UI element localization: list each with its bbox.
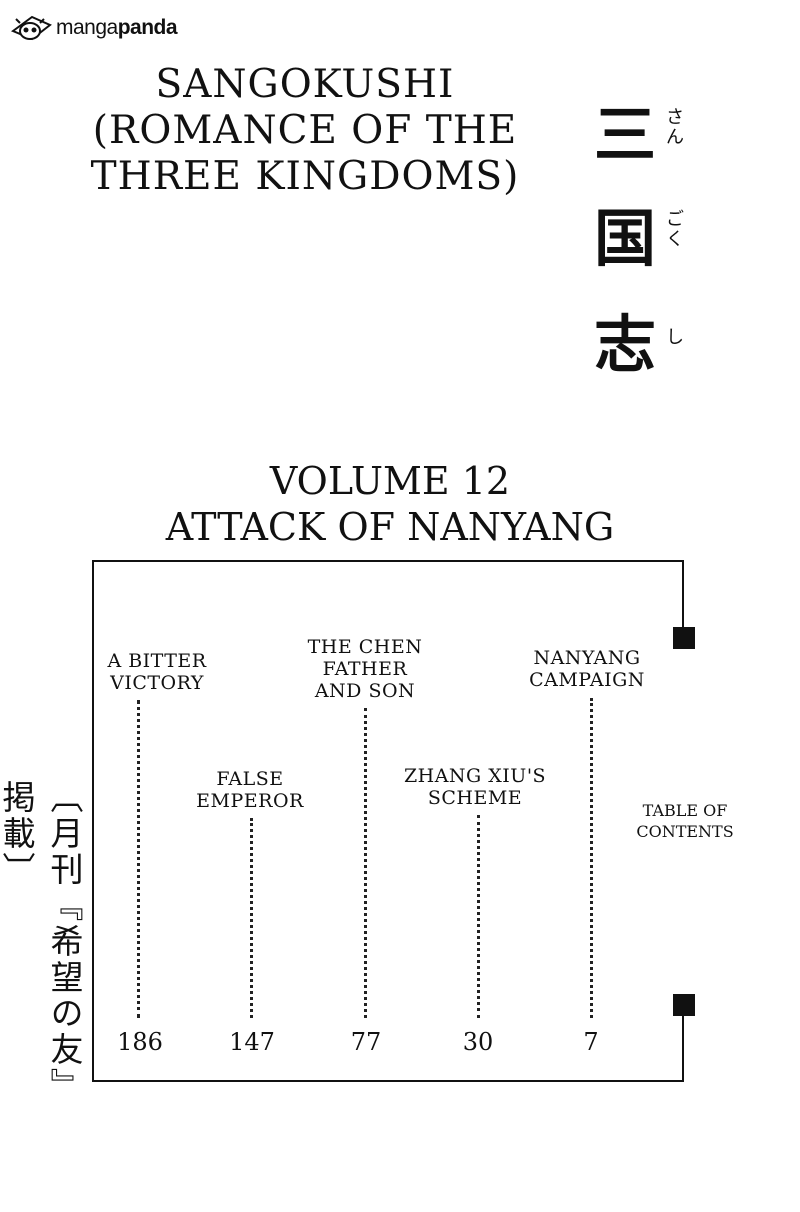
square-marker-icon (673, 994, 695, 1016)
toc-page-number[interactable]: 30 (462, 1028, 494, 1056)
volume-number: VOLUME 12 (269, 459, 511, 503)
logo-wordmark: mangapanda (56, 16, 178, 39)
toc-page-number[interactable]: 186 (117, 1028, 163, 1056)
title-line: THREE KINGDOMS) (90, 154, 520, 199)
dotted-leader (137, 700, 140, 1018)
site-logo[interactable]: mangapanda (10, 10, 178, 46)
frame-edge (682, 1010, 684, 1080)
dotted-leader (590, 698, 593, 1018)
kanji-char: 三 (593, 98, 656, 171)
japanese-title: 三 さん 国 ごく 志 し (590, 100, 700, 400)
kanji-char: 志 (593, 308, 656, 381)
square-marker-icon (673, 627, 695, 649)
title-line: (ROMANCE OF THE (92, 108, 518, 153)
furigana: し (666, 327, 684, 348)
furigana: さん (666, 107, 684, 148)
kanji-char: 国 (593, 202, 656, 275)
dotted-leader (250, 818, 253, 1018)
toc-frame (92, 560, 684, 1082)
furigana: ごく (666, 209, 684, 250)
toc-page-number[interactable]: 77 (350, 1028, 382, 1056)
publication-note: 〔月刊『希望の友』掲載〕 (0, 780, 84, 1088)
frame-edge (682, 560, 684, 630)
volume-subtitle: ATTACK OF NANYANG (165, 505, 615, 549)
toc-page-number[interactable]: 7 (583, 1028, 599, 1056)
panda-logo-icon (10, 15, 52, 41)
title-line: SANGOKUSHI (155, 62, 455, 107)
toc-page-number[interactable]: 147 (229, 1028, 275, 1056)
dotted-leader (477, 815, 480, 1018)
volume-heading: VOLUME 12 ATTACK OF NANYANG (100, 458, 680, 550)
dotted-leader (364, 708, 367, 1018)
series-title: SANGOKUSHI (ROMANCE OF THE THREE KINGDOM… (70, 62, 540, 200)
